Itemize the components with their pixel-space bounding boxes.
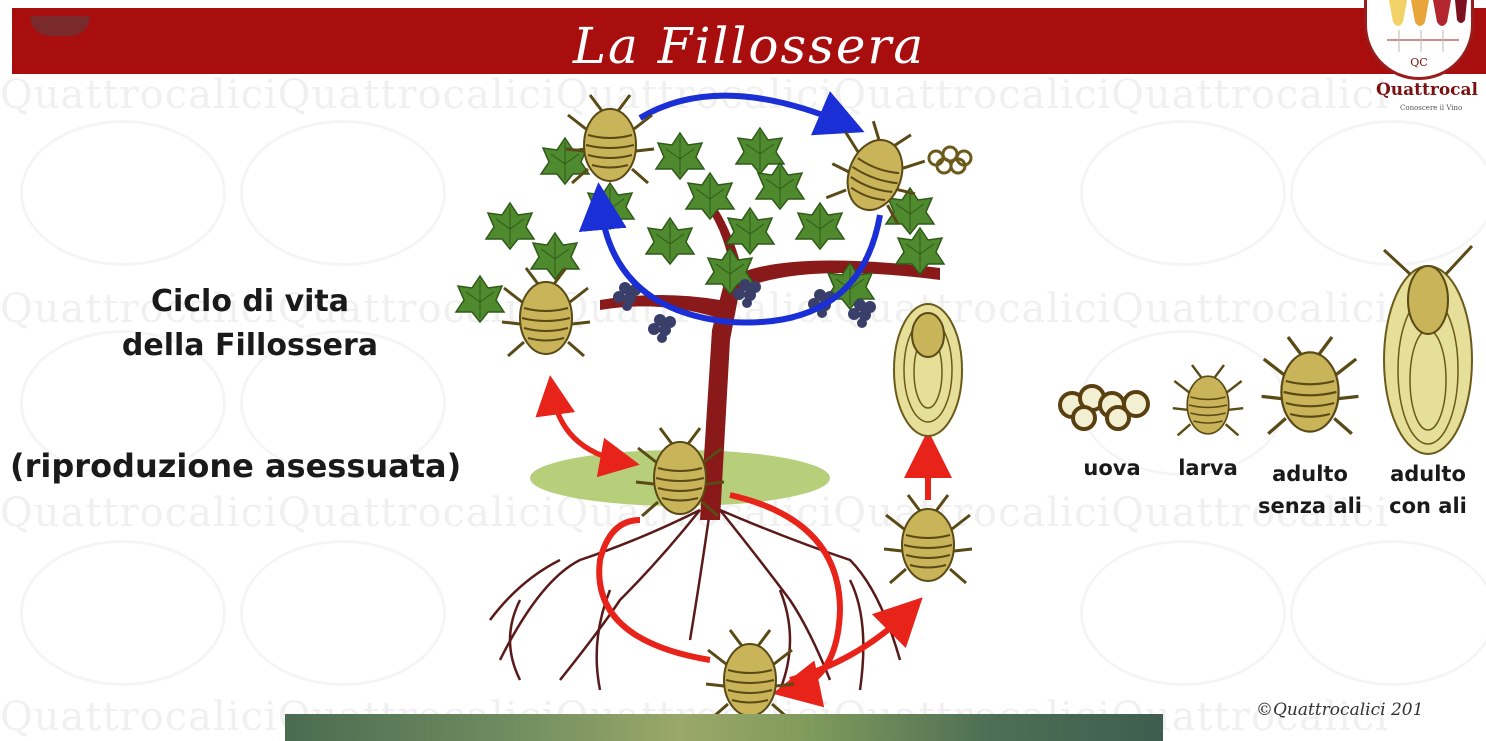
diagram-subheading: (riproduzione asessuata): [10, 447, 462, 485]
vine-roots: [489, 508, 902, 691]
wine-glasses-icon: [1387, 0, 1467, 52]
legend-label-line: uova: [1083, 456, 1141, 480]
legend-label-larva: larva: [1158, 456, 1258, 480]
wingless-adult-icon: [1259, 335, 1361, 436]
blue-cycle-arrow-top: [638, 91, 865, 136]
legend-label-line: adulto: [1390, 462, 1466, 486]
insect-leaf: [500, 266, 592, 358]
legend-label-wingless-adult: adulto senza ali: [1248, 458, 1372, 522]
legend-label-line: con ali: [1389, 494, 1467, 518]
diagram-heading: Ciclo di vita della Fillossera: [90, 280, 410, 368]
header-corner-decoration: [30, 16, 90, 36]
logo-name: Quattrocal: [1376, 80, 1479, 100]
legend-label-line: larva: [1178, 456, 1238, 480]
logo-monogram: QC: [1410, 56, 1428, 69]
eggs-diagram: [927, 145, 973, 175]
insect-bottom: [704, 628, 796, 720]
eggs-icon: [1058, 384, 1150, 431]
blue-cycle-arrow-bottom: [578, 182, 883, 326]
legend-label-winged-adult: adulto con ali: [1374, 458, 1482, 522]
red-cycle-arrow-left: [596, 517, 711, 663]
heading-line-1: Ciclo di vita: [150, 284, 350, 319]
red-cycle-arrow-right: [729, 492, 844, 708]
insect-nymph: [882, 493, 974, 585]
heading-line-2: della Fillossera: [121, 328, 379, 363]
watermark-text: QuattrocaliciQuattrocaliciQuattrocaliciQ…: [0, 72, 1389, 118]
red-arrow-to-nymph: [789, 597, 923, 683]
header-bar: La Fillossera: [12, 8, 1486, 75]
legend-label-eggs: uova: [1062, 456, 1162, 480]
quattrocalici-logo: QC Quattrocal Conoscere il Vino: [1356, 0, 1486, 130]
legend-label-line: adulto: [1272, 462, 1348, 486]
winged-insect-diagram: [893, 303, 963, 437]
red-arrow-leaf-to-root: [535, 375, 626, 465]
winged-adult-icon: [1382, 244, 1474, 455]
legend-label-line: senza ali: [1258, 494, 1362, 518]
vineyard-photo-strip: [285, 714, 1163, 741]
logo-tagline: Conoscere il Vino: [1400, 104, 1463, 112]
page-title: La Fillossera: [572, 17, 926, 75]
copyright-notice: ©Quattrocalici 201: [1256, 700, 1424, 720]
logo-emblem: QC: [1364, 0, 1474, 80]
larva-icon: [1171, 363, 1245, 437]
